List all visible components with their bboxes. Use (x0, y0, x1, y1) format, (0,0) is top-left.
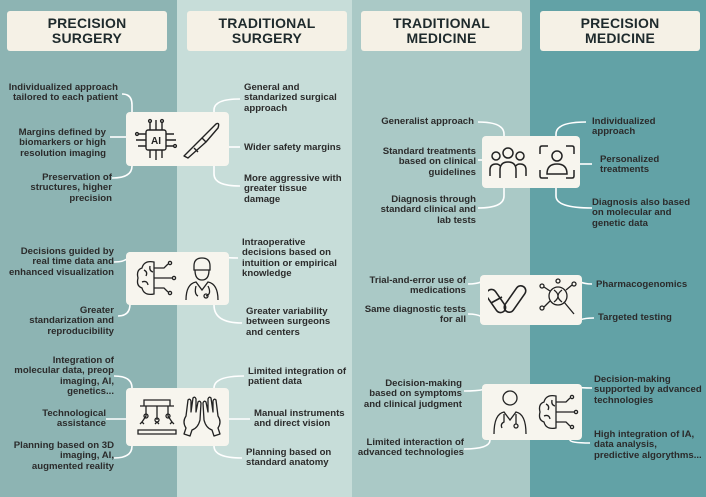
pm-r2-item1: Pharmacogenomics (596, 279, 688, 290)
brain-circuit-icon (136, 260, 177, 296)
pm-r3-item1: Decision-making supported by advanced te… (594, 374, 702, 406)
icon-box-surgery-row3 (126, 388, 229, 446)
ps-r3-item2: Technological assistance (42, 408, 106, 430)
ps-r2-item2: Greater standarization and reproducibili… (29, 305, 114, 337)
icon-box-surgery-row1 (126, 112, 229, 166)
robotic-arms-icon (137, 399, 177, 435)
icon-box-surgery-row2 (126, 252, 229, 305)
tm-r3-item1: Decision-making based on symptoms and cl… (363, 378, 462, 410)
pm-r1-item1: Individualized approach (592, 116, 656, 138)
pm-r1-item2: Personalized treatments (600, 154, 660, 176)
ts-r3-item2: Manual instruments and direct vision (254, 408, 345, 430)
tm-r1-item2: Standard treatments based on clinical gu… (382, 146, 476, 178)
tm-r3-item2: Limited interaction of advanced technolo… (357, 437, 464, 459)
ts-r3-item3: Planning based on standard anatomy (246, 447, 332, 469)
people-group-icon (489, 147, 527, 178)
tm-r2-item2: Same diagnostic tests for all (364, 304, 466, 326)
person-scan-icon (539, 145, 575, 179)
ps-r1-item3: Preservation of structures, higher preci… (30, 172, 112, 204)
ts-r1-item2: Wider safety margins (244, 142, 341, 153)
ps-r1-item1: Individualized approach tailored to each… (8, 82, 118, 104)
tm-r1-item1: Generalist approach (381, 116, 474, 127)
tm-r2-item1: Trial-and-error use of medications (369, 275, 467, 297)
ts-r2-item1: Intraoperative decisions based on intuit… (242, 237, 337, 279)
ts-r1-item3: More aggressive with greater tissue dama… (244, 173, 342, 205)
pills-icon (488, 285, 527, 314)
surgeon-icon (185, 257, 219, 301)
pm-r1-item3: Diagnosis also based on molecular and ge… (592, 197, 691, 229)
ai-chip-label: AI (151, 136, 161, 147)
ai-chip-icon: AI (134, 118, 178, 160)
scalpel-icon (183, 122, 220, 159)
doctor-icon (493, 390, 527, 435)
tm-r1-item3: Diagnosis through standard clinical and … (380, 194, 476, 226)
pm-r3-item2: High integration of IA, data analysis, p… (594, 429, 702, 461)
pm-r2-item2: Targeted testing (598, 312, 672, 323)
ps-r1-item2: Margins defined by biomarkers or high re… (18, 127, 106, 159)
gloved-hands-icon (183, 396, 221, 437)
brain-circuit-icon (538, 394, 579, 430)
header-traditional-surgery: TRADITIONAL SURGERY (187, 11, 347, 51)
ps-r2-item1: Decisions guided by real time data and e… (8, 246, 114, 278)
ts-r3-item1: Limited integration of patient data (248, 366, 347, 388)
dna-magnifier-icon (539, 278, 577, 315)
icon-box-medicine-row1 (482, 136, 580, 188)
ts-r2-item2: Greater variability between surgeons and… (246, 306, 331, 338)
header-precision-surgery: PRECISION SURGERY (7, 11, 167, 51)
header-precision-medicine: PRECISION MEDICINE (540, 11, 700, 51)
header-traditional-medicine: TRADITIONAL MEDICINE (361, 11, 522, 51)
ps-r3-item3: Planning based on 3D imaging, AI, augmen… (13, 440, 114, 472)
ts-r1-item1: General and standarized surgical approac… (244, 82, 337, 114)
ps-r3-item1: Integration of molecular data, preop ima… (14, 355, 114, 397)
